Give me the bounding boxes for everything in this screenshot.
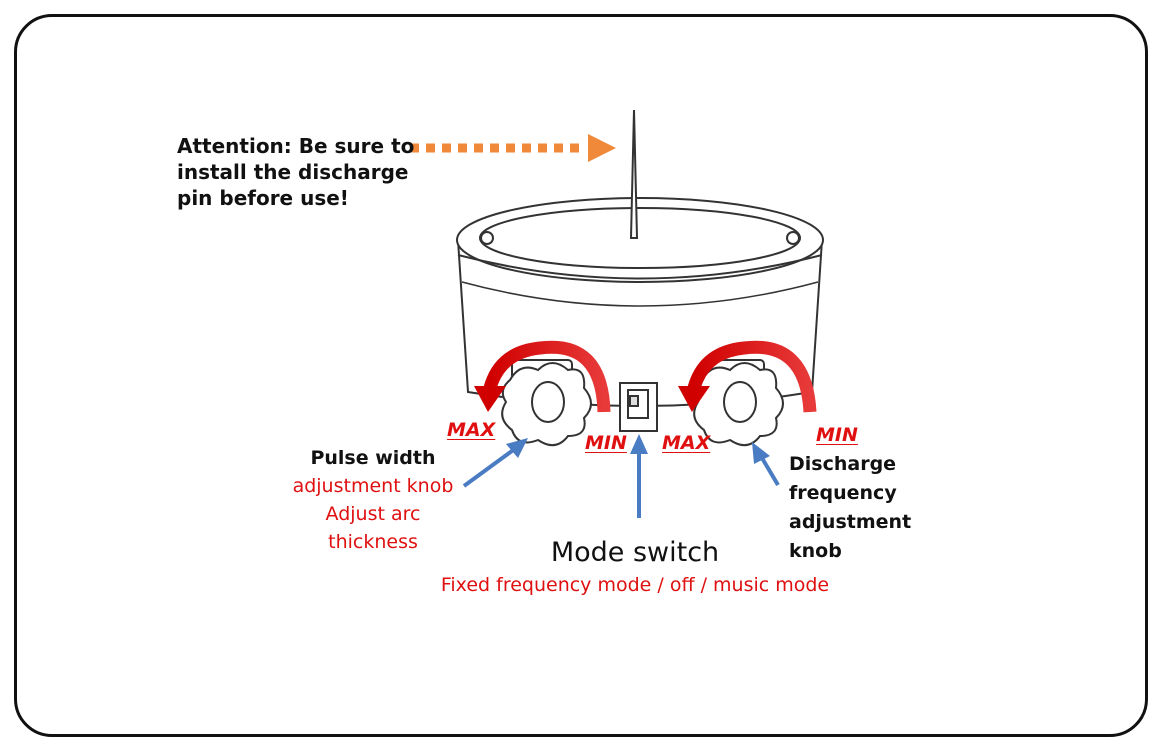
right-min-label: MIN: [816, 424, 858, 446]
discharge-pin: [629, 109, 639, 239]
left-rotation-arrow: [474, 340, 611, 413]
pulse-knob-label: Pulse width adjustment knob Adjust arc t…: [278, 444, 468, 556]
frequency-knob-line: knob: [789, 540, 842, 562]
frequency-knob-line: Discharge: [789, 453, 897, 475]
right-rotation-arrow: [678, 340, 817, 413]
diagram-frame: [14, 14, 1148, 737]
attention-line: install the discharge: [177, 160, 409, 184]
mode-switch-title: Mode switch: [550, 537, 720, 568]
frequency-knob-pointer-arrow: [752, 442, 780, 487]
attention-arrow: [410, 134, 616, 162]
pulse-width-knob: [501, 359, 592, 447]
mode-switch-label: Mode switch Fixed frequency mode / off /…: [400, 535, 870, 599]
frequency-knob-label: Discharge frequency adjustment knob: [789, 450, 911, 566]
frequency-knob: [693, 359, 784, 447]
right-max-label: MAX: [662, 432, 711, 454]
attention-note: Attention: Be sure to install the discha…: [177, 133, 414, 211]
frequency-knob-line: adjustment: [789, 511, 912, 533]
left-max-label: MAX: [447, 419, 496, 441]
frequency-knob-line: frequency: [789, 482, 897, 504]
mode-switch-graphic: [619, 382, 658, 432]
pulse-knob-pointer-arrow: [462, 438, 528, 488]
attention-line: pin before use!: [177, 186, 349, 210]
pulse-knob-line: adjustment knob: [292, 475, 454, 497]
pulse-knob-line: Adjust arc: [325, 503, 421, 525]
left-min-label: MIN: [585, 432, 627, 454]
mode-switch-subtitle: Fixed frequency mode / off / music mode: [440, 574, 830, 596]
pulse-knob-title: Pulse width: [310, 447, 436, 469]
pulse-knob-line: thickness: [328, 531, 418, 553]
attention-line: Attention: Be sure to: [177, 134, 415, 158]
mode-switch-pointer-arrow: [630, 434, 648, 518]
